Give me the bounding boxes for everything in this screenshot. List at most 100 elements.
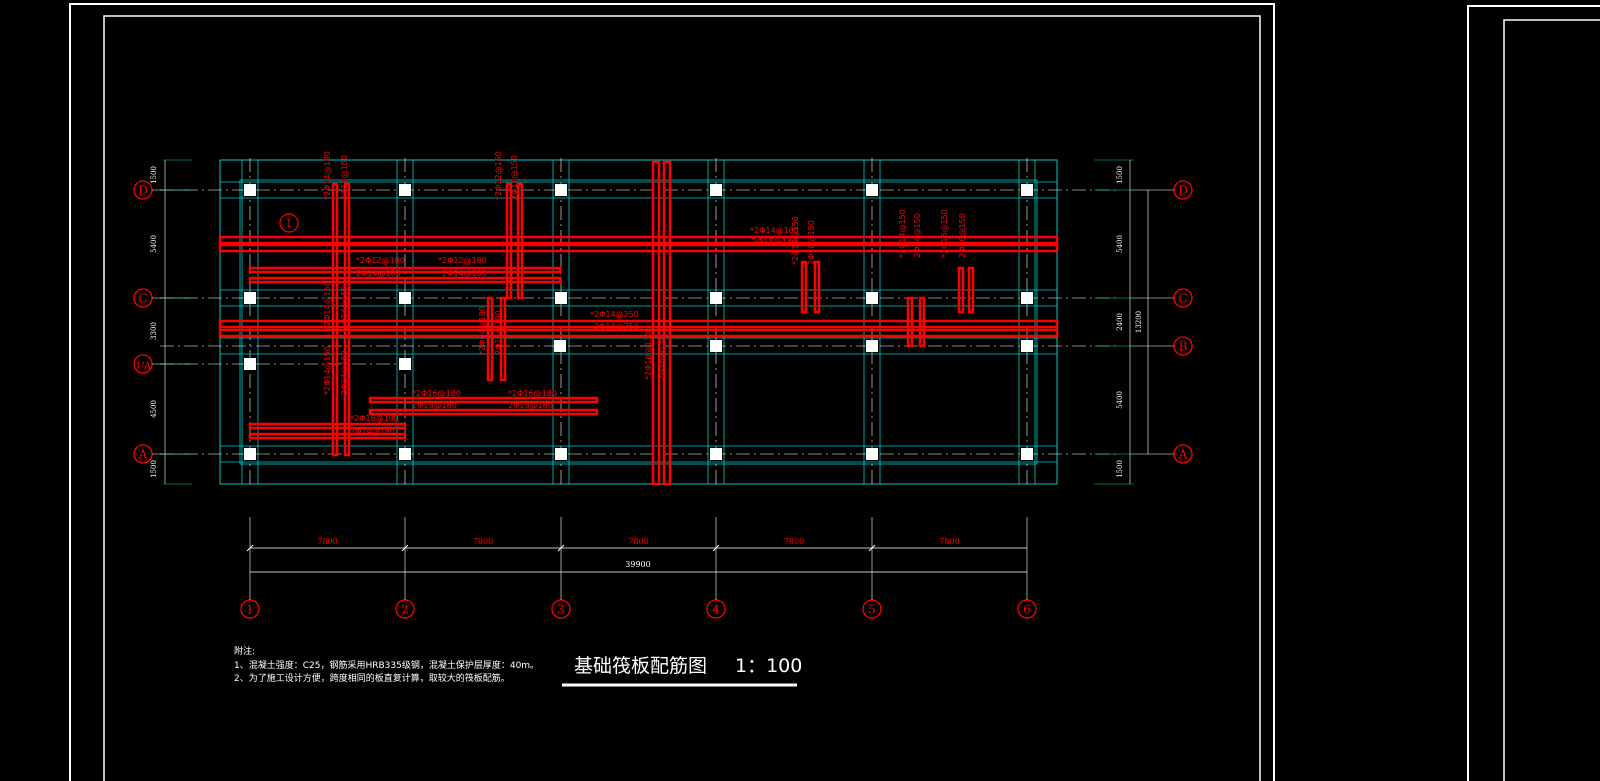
rebar-label: 2Φ14@180: [340, 155, 349, 200]
rebar-label: *2Φ16@180: [508, 389, 557, 398]
rebar-vertical: [800, 260, 808, 314]
bay-dimension: 7800: [628, 537, 648, 546]
bay-dimension: 7800: [784, 537, 804, 546]
column: [866, 292, 878, 304]
inner-frame: [103, 15, 1261, 781]
rebar-vertical: [813, 260, 821, 314]
dimension-tick: [557, 544, 565, 552]
column: [244, 184, 256, 196]
drawing-scale: 1：100: [735, 655, 802, 677]
column: [710, 184, 722, 196]
column: [244, 448, 256, 460]
column: [866, 340, 878, 352]
rebar-label: *2Φ14@150: [323, 346, 332, 395]
rebar-label: *2Φ14@180: [750, 226, 799, 235]
axis-bubble-bottom: 2: [401, 603, 409, 617]
column: [710, 340, 722, 352]
rebar-label: *2Φ12@180: [438, 256, 487, 265]
panel-label: 1: [286, 217, 293, 230]
rebar-label: *2Φ14@150: [323, 281, 332, 330]
column: [710, 448, 722, 460]
axis-bubble-bottom: 3: [557, 603, 565, 617]
rebar-label: 2Φ14@150: [913, 213, 922, 258]
height-dimension: 5400: [1116, 391, 1124, 409]
rebar-label: *2Φ16@180: [412, 389, 461, 398]
rebar-vertical: [486, 296, 494, 382]
rebar-label: 2Φ14@180: [494, 310, 503, 355]
rebar-label: 2Φ18@180: [508, 401, 553, 410]
column: [399, 184, 411, 196]
rebar-label: 2Φ18@180: [412, 401, 457, 410]
axis-bubble-bottom: 1: [246, 603, 254, 617]
rebar-vertical: [957, 266, 965, 314]
height-dimension: 4500: [150, 400, 158, 418]
rebar-vertical: [331, 182, 339, 457]
height-dimension: 5400: [150, 235, 158, 253]
column: [399, 448, 411, 460]
column: [710, 292, 722, 304]
column: [866, 184, 878, 196]
axis-bubble-left: 1/A: [135, 362, 151, 372]
rebar-vertical: [343, 182, 351, 457]
rebar-label: 2Φ14@250: [594, 322, 639, 331]
rebar-label: 2Φ18@150: [807, 220, 816, 265]
rebar-label: 2Φ14@180: [356, 269, 401, 278]
rebar-horizontal: [248, 432, 407, 440]
height-dimension: 1500: [1116, 460, 1124, 478]
axis-bubble-right: D: [1178, 184, 1188, 198]
rebar-label: 2Φ14@150: [510, 155, 519, 200]
rebar-label: *2Φ12@150: [494, 151, 503, 200]
axis-bubble-right: A: [1178, 448, 1188, 462]
notes-line-1: 1、混凝土强度：C25，钢筋采用HRB335级钢，混凝土保护层厚度：40m。: [234, 659, 539, 671]
axis-bubble-bottom: 5: [868, 603, 876, 617]
rebar-label: 2Φ14@180: [350, 427, 395, 436]
rebar-horizontal: [218, 243, 1059, 253]
rebar-horizontal: [218, 328, 1059, 338]
axis-bubble-left: A: [138, 448, 148, 462]
height-dimension: 3300: [150, 322, 158, 340]
rebar-label: 2Φ18@130: [657, 335, 666, 380]
height-dimension: 1500: [1116, 166, 1124, 184]
rebar-label: *2Φ12@180: [356, 256, 405, 265]
rebar-label: 2Φ14@150: [340, 350, 349, 395]
rebar-vertical: [967, 266, 975, 314]
rebar-vertical: [906, 296, 914, 348]
bay-dimension: 7800: [473, 537, 493, 546]
rebar-label: 2Φ18@180: [752, 237, 797, 246]
axis-bubble-left: D: [138, 184, 148, 198]
rebar-horizontal: [248, 276, 562, 284]
column: [244, 292, 256, 304]
rebar-label: *2Φ14@180: [323, 151, 332, 200]
dimension-tick: [868, 544, 876, 552]
rebar-vertical: [505, 182, 513, 300]
rebar-label: *2Φ16@150: [940, 209, 949, 258]
axis-bubble-right: C: [1178, 292, 1187, 306]
column: [554, 340, 566, 352]
axis-bubble-bottom: 6: [1023, 603, 1031, 617]
raft-plan: *2Φ12@180 2Φ14@180 *2Φ12@180 2Φ14@180 *2Φ14@…: [133, 151, 1193, 619]
dimension-tick: [712, 544, 720, 552]
column: [1021, 340, 1033, 352]
rebar-label: 2Φ14@180: [442, 269, 487, 278]
rebar-label: 2Φ16@150: [958, 213, 967, 258]
rebar-label: *2Φ18@130: [644, 331, 653, 380]
rebar-horizontal: [218, 319, 1059, 329]
notes-heading: 附注:: [234, 645, 255, 657]
rebar-label: 2Φ14@150: [340, 285, 349, 330]
rebar-vertical: [662, 160, 672, 486]
rebar-label: *2Φ18@150: [791, 216, 800, 265]
drawing-title: 基础筏板配筋图: [574, 655, 707, 677]
total-dimension: 39900: [625, 560, 650, 569]
column: [555, 292, 567, 304]
rebar-label: *2Φ16@180: [350, 414, 399, 423]
axis-bubble-bottom: 4: [712, 603, 720, 617]
column: [399, 292, 411, 304]
height-dimension: 1500: [150, 166, 158, 184]
dimension-tick: [246, 544, 254, 552]
column: [1021, 292, 1033, 304]
column: [555, 184, 567, 196]
rebar-horizontal: [218, 235, 1059, 245]
height-dimension: 1500: [150, 460, 158, 478]
rebar-horizontal: [248, 422, 407, 430]
rebar-horizontal: [368, 408, 599, 416]
